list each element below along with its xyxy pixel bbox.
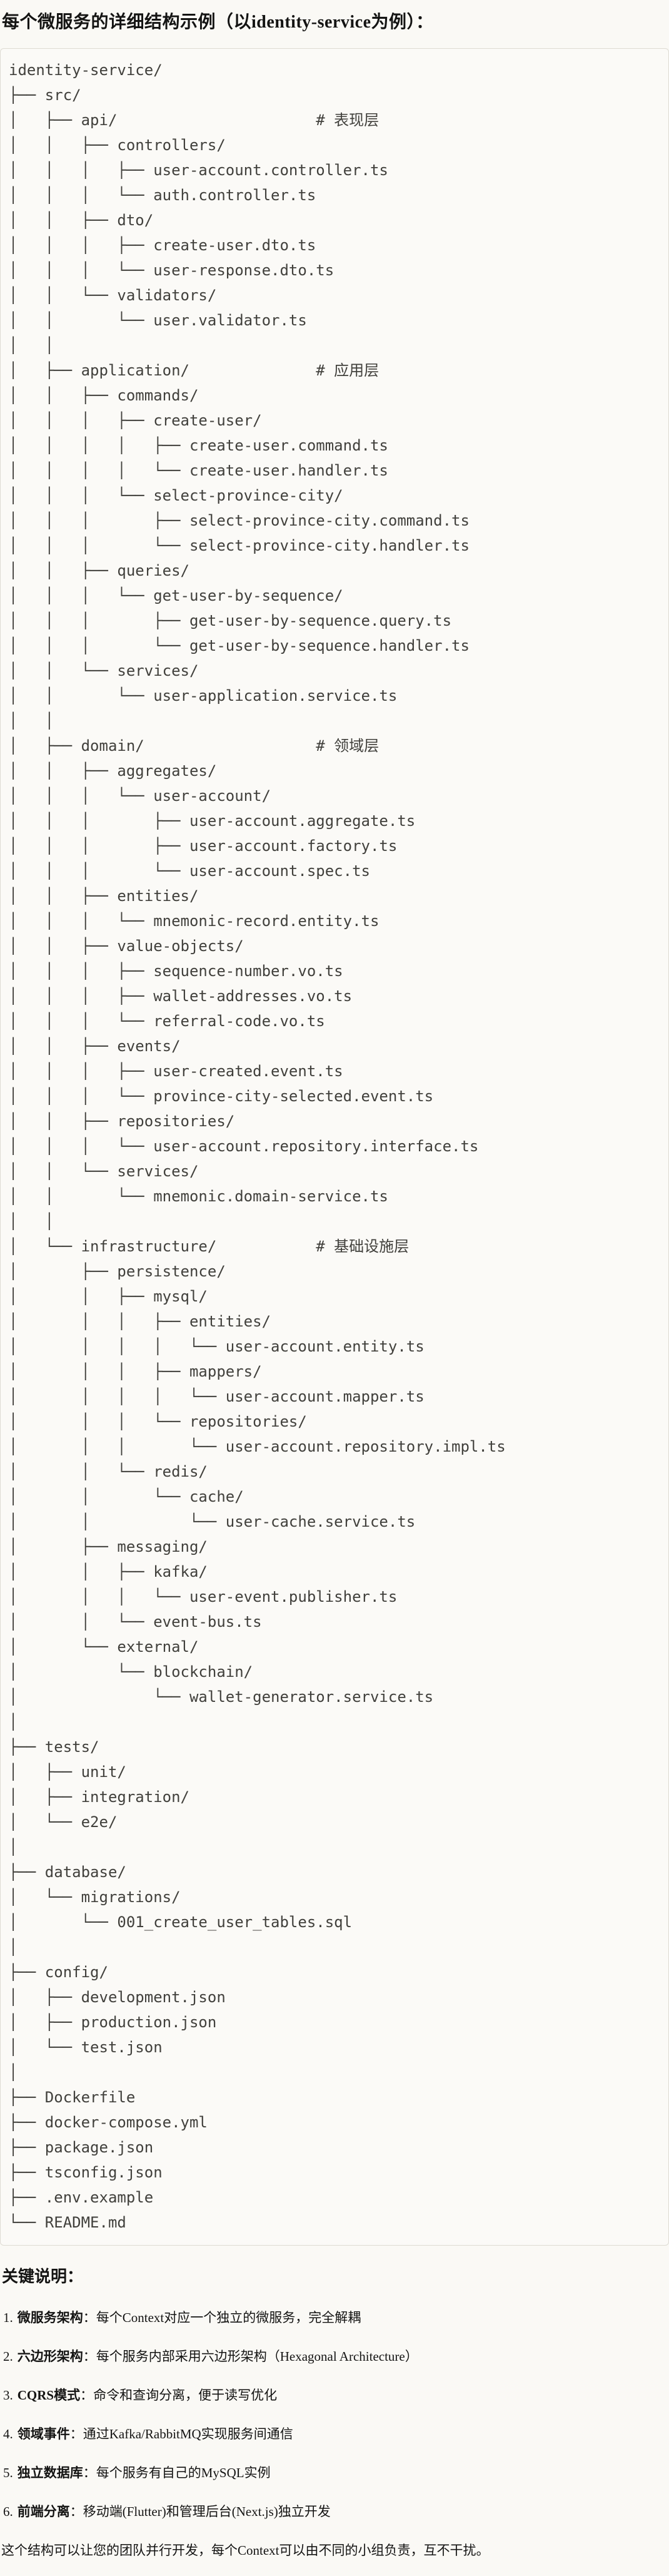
note-item-hexagonal: 2. 六边形架构：每个服务内部采用六边形架构（Hexagonal Architec… (3, 2348, 669, 2366)
note-number: 6. (3, 2504, 13, 2519)
note-number: 5. (3, 2465, 13, 2480)
note-number: 1. (3, 2310, 13, 2325)
note-number: 3. (3, 2388, 13, 2403)
note-item-cqrs: 3. CQRS模式：命令和查询分离，便于读写优化 (3, 2386, 669, 2405)
note-text: ：通过Kafka/RabbitMQ实现服务间通信 (69, 2426, 293, 2441)
note-label: 领域事件 (17, 2426, 70, 2441)
notes-list: 1. 微服务架构：每个Context对应一个独立的微服务，完全解耦 2. 六边形架构… (3, 2309, 669, 2521)
note-text: ：命令和查询分离，便于读写优化 (80, 2388, 278, 2403)
note-number: 2. (3, 2349, 13, 2364)
note-text: ：移动端(Flutter)和管理后台(Next.js)独立开发 (69, 2504, 331, 2519)
note-label: CQRS模式 (17, 2388, 81, 2403)
note-text: ：每个服务内部采用六边形架构（Hexagonal Architecture） (83, 2349, 418, 2364)
note-item-domain-events: 4. 领域事件：通过Kafka/RabbitMQ实现服务间通信 (3, 2425, 669, 2443)
directory-tree: identity-service/ ├── src/ │ ├── api/ # … (9, 61, 506, 2231)
note-label: 六边形架构 (17, 2349, 83, 2364)
notes-title: 关键说明： (2, 2268, 84, 2286)
note-label: 前端分离 (17, 2504, 70, 2519)
note-item-frontend: 6. 前端分离：移动端(Flutter)和管理后台(Next.js)独立开发 (3, 2503, 669, 2521)
note-number: 4. (3, 2426, 13, 2441)
closing-paragraph: 这个结构可以让您的团队并行开发，每个Context可以由不同的小组负责，互不干扰… (1, 2543, 490, 2558)
note-text: ：每个Context对应一个独立的微服务，完全解耦 (83, 2310, 361, 2325)
note-label: 独立数据库 (17, 2465, 83, 2480)
code-block-panel: identity-service/ ├── src/ │ ├── api/ # … (0, 48, 669, 2246)
note-label: 微服务架构 (17, 2310, 83, 2325)
page-title: 每个微服务的详细结构示例（以identity-service为例）： (2, 13, 434, 32)
document-page: 每个微服务的详细结构示例（以identity-service为例）： ident… (0, 10, 669, 2568)
note-text: ：每个服务有自己的MySQL实例 (83, 2465, 271, 2480)
note-item-database: 5. 独立数据库：每个服务有自己的MySQL实例 (3, 2464, 669, 2482)
note-item-microservices: 1. 微服务架构：每个Context对应一个独立的微服务，完全解耦 (3, 2309, 669, 2327)
